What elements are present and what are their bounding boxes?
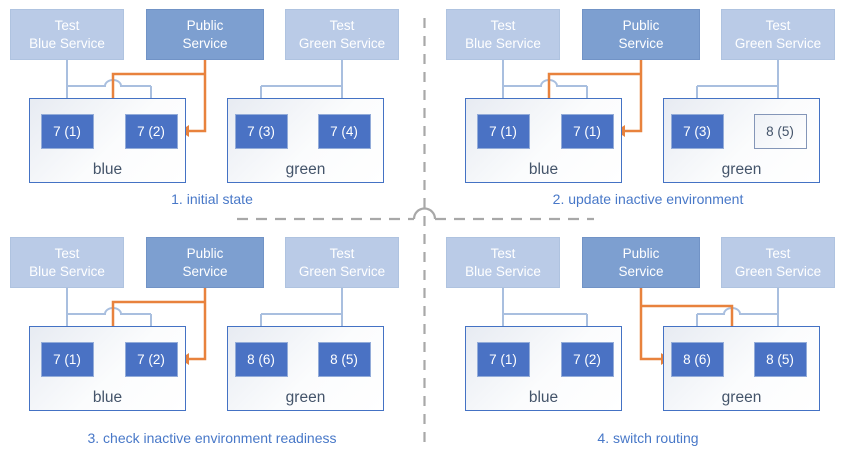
- pod: 8 (5): [753, 113, 807, 149]
- quadrant-update-inactive: Test Blue Service Public Service Test Gr…: [424, 0, 848, 228]
- environment-name: green: [285, 389, 326, 406]
- service-label-line1: Public: [186, 246, 224, 262]
- pod: 7 (3): [670, 113, 724, 149]
- service-label-line1: Test: [490, 246, 516, 262]
- environment-blue: 7 (1) 7 (2) blue: [465, 326, 622, 411]
- test-green-service-box: Test Green Service: [285, 9, 399, 60]
- service-label-line2: Blue Service: [29, 263, 105, 279]
- environment-green: 7 (3) 7 (4) green: [227, 98, 384, 183]
- pod: 7 (1): [40, 113, 94, 149]
- pod: 8 (5): [317, 341, 371, 377]
- service-label-line1: Public: [622, 18, 660, 34]
- quadrant-initial-state: Test Blue Service Public Service Test Gr…: [0, 0, 424, 228]
- environment-name: green: [721, 161, 762, 178]
- quadrant-check-readiness: Test Blue Service Public Service Test Gr…: [0, 228, 424, 456]
- pod: 7 (1): [560, 113, 614, 149]
- pod: 7 (4): [317, 113, 371, 149]
- environment-name: blue: [528, 389, 559, 406]
- environment-name: blue: [92, 161, 123, 178]
- environment-green: 8 (6) 8 (5) green: [663, 326, 820, 411]
- public-service-box: Public Service: [146, 9, 264, 60]
- pod: 7 (3): [234, 113, 288, 149]
- stage-caption: 2. update inactive environment: [552, 191, 744, 207]
- service-label-line2: Green Service: [734, 263, 822, 279]
- public-service-box: Public Service: [146, 237, 264, 288]
- pod: 7 (2): [124, 341, 178, 377]
- pod: 7 (1): [476, 113, 530, 149]
- test-blue-service-box: Test Blue Service: [446, 237, 560, 288]
- service-label-line1: Test: [765, 246, 791, 262]
- service-label-line1: Public: [186, 18, 224, 34]
- quadrant-switch-routing: Test Blue Service Public Service Test Gr…: [424, 228, 848, 456]
- stage-caption: 3. check inactive environment readiness: [87, 430, 337, 446]
- service-label-line2: Service: [618, 263, 664, 279]
- service-label-line2: Service: [182, 263, 228, 279]
- environment-name: green: [721, 389, 762, 406]
- test-green-service-box: Test Green Service: [285, 237, 399, 288]
- pod: 7 (2): [124, 113, 178, 149]
- service-label-line2: Blue Service: [465, 35, 541, 51]
- stage-caption: 4. switch routing: [597, 430, 699, 446]
- service-label-line1: Test: [329, 18, 355, 34]
- environment-green: 7 (3) 8 (5) green: [663, 98, 820, 183]
- stage-caption: 1. initial state: [171, 191, 253, 207]
- environment-name: blue: [528, 161, 559, 178]
- pod: 8 (6): [234, 341, 288, 377]
- environment-blue: 7 (1) 7 (2) blue: [29, 98, 186, 183]
- service-label-line2: Green Service: [298, 35, 386, 51]
- test-green-service-box: Test Green Service: [721, 9, 835, 60]
- environment-green: 8 (6) 8 (5) green: [227, 326, 384, 411]
- pod: 8 (6): [670, 341, 724, 377]
- public-service-box: Public Service: [582, 237, 700, 288]
- pod: 7 (1): [476, 341, 530, 377]
- pod: 8 (5): [753, 341, 807, 377]
- service-label-line1: Test: [329, 246, 355, 262]
- service-label-line2: Blue Service: [29, 35, 105, 51]
- service-label-line2: Green Service: [734, 35, 822, 51]
- environment-name: green: [285, 161, 326, 178]
- service-label-line2: Service: [618, 35, 664, 51]
- pod: 7 (1): [40, 341, 94, 377]
- service-label-line2: Green Service: [298, 263, 386, 279]
- public-service-box: Public Service: [582, 9, 700, 60]
- environment-name: blue: [92, 389, 123, 406]
- test-green-service-box: Test Green Service: [721, 237, 835, 288]
- service-label-line1: Test: [490, 18, 516, 34]
- service-label-line1: Public: [622, 246, 660, 262]
- service-label-line2: Service: [182, 35, 228, 51]
- pod: 7 (2): [560, 341, 614, 377]
- environment-blue: 7 (1) 7 (2) blue: [29, 326, 186, 411]
- service-label-line1: Test: [54, 246, 80, 262]
- environment-blue: 7 (1) 7 (1) blue: [465, 98, 622, 183]
- test-blue-service-box: Test Blue Service: [10, 9, 124, 60]
- service-label-line1: Test: [765, 18, 791, 34]
- test-blue-service-box: Test Blue Service: [10, 237, 124, 288]
- service-label-line1: Test: [54, 18, 80, 34]
- service-label-line2: Blue Service: [465, 263, 541, 279]
- test-blue-service-box: Test Blue Service: [446, 9, 560, 60]
